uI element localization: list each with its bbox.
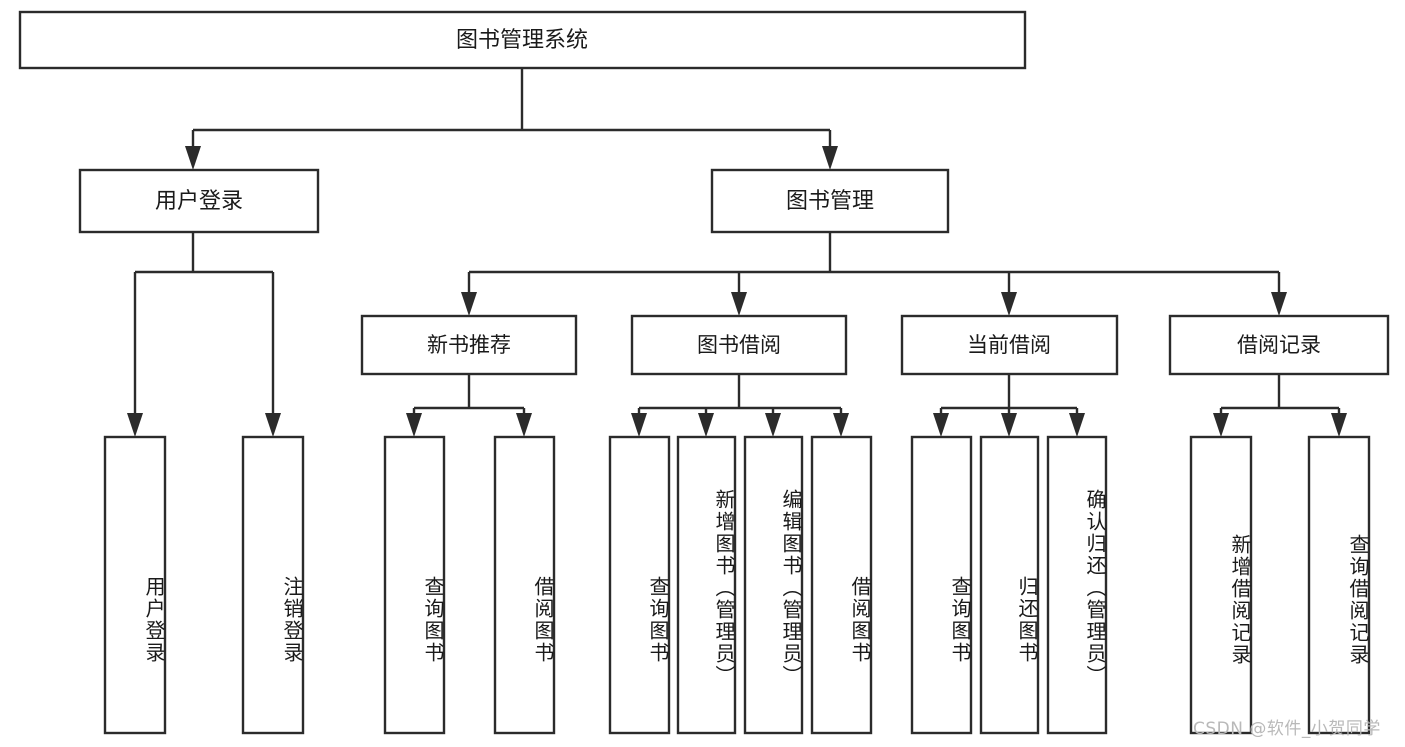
connector-bookborrow-bus bbox=[637, 374, 843, 413]
arrow-to-leaf-logout bbox=[265, 413, 281, 437]
leaf-box-query-book-3[interactable] bbox=[910, 435, 973, 735]
leaf-box-logout[interactable] bbox=[241, 435, 305, 735]
node-book-manage-box[interactable] bbox=[710, 168, 950, 234]
arrow-to-new-book-rec bbox=[461, 292, 477, 316]
leaf-box-query-record[interactable] bbox=[1307, 435, 1371, 735]
arrow-to-leaf-borrow-book-1 bbox=[516, 413, 532, 437]
connector-layer bbox=[127, 68, 1347, 437]
node-new-book-rec[interactable]: 新书推荐 bbox=[360, 314, 578, 376]
node-borrow-record[interactable]: 借阅记录 bbox=[1168, 314, 1390, 376]
node-current-borrow-label: 当前借阅 bbox=[967, 333, 1051, 357]
arrow-to-book-borrow bbox=[731, 292, 747, 316]
arrow-to-book-manage bbox=[822, 146, 838, 170]
arrow-to-leaf-borrow-book-2 bbox=[833, 413, 849, 437]
leaf-box-user-login[interactable] bbox=[103, 435, 167, 735]
arrow-to-leaf-query-record bbox=[1331, 413, 1347, 437]
leaf-box-borrow-book-2[interactable] bbox=[810, 435, 873, 735]
arrow-to-user-login bbox=[185, 146, 201, 170]
node-current-borrow-box[interactable] bbox=[900, 314, 1119, 376]
csdn-watermark: CSDN @软件_小贺同学 bbox=[1193, 719, 1381, 739]
leaf-box-add-record[interactable] bbox=[1189, 435, 1253, 735]
node-book-borrow-box[interactable] bbox=[630, 314, 848, 376]
arrow-to-leaf-return-book bbox=[1001, 413, 1017, 437]
leaf-box-layer bbox=[103, 435, 1371, 735]
node-new-book-rec-label: 新书推荐 bbox=[427, 333, 511, 357]
arrow-to-leaf-query-book-1 bbox=[406, 413, 422, 437]
arrow-to-leaf-edit-book bbox=[765, 413, 781, 437]
node-root-box[interactable] bbox=[18, 10, 1027, 70]
arrow-to-leaf-query-book-3 bbox=[933, 413, 949, 437]
node-book-manage[interactable]: 图书管理 bbox=[710, 168, 950, 234]
arrow-to-leaf-add-book bbox=[698, 413, 714, 437]
node-root[interactable]: 图书管理系统 bbox=[18, 10, 1027, 70]
leaf-box-edit-book[interactable] bbox=[743, 435, 804, 735]
leaf-box-return-book[interactable] bbox=[979, 435, 1040, 735]
arrow-to-leaf-query-book-2 bbox=[631, 413, 647, 437]
connector-root-bus bbox=[191, 68, 832, 146]
leaf-box-add-book[interactable] bbox=[676, 435, 737, 735]
node-book-borrow-label: 图书借阅 bbox=[697, 333, 781, 357]
arrow-to-borrow-record bbox=[1271, 292, 1287, 316]
node-book-borrow[interactable]: 图书借阅 bbox=[630, 314, 848, 376]
node-root-label: 图书管理系统 bbox=[456, 28, 588, 53]
connector-newbookrec-bus bbox=[412, 374, 526, 413]
connector-bookmanage-bus bbox=[467, 232, 1281, 292]
node-book-manage-label: 图书管理 bbox=[786, 189, 874, 214]
arrow-to-current-borrow bbox=[1001, 292, 1017, 316]
connector-currentborrow-bus bbox=[939, 374, 1079, 413]
node-borrow-record-box[interactable] bbox=[1168, 314, 1390, 376]
connector-borrowrecord-bus bbox=[1219, 374, 1341, 413]
arrow-to-leaf-confirm-return bbox=[1069, 413, 1085, 437]
leaf-box-borrow-book-1[interactable] bbox=[493, 435, 556, 735]
leaf-box-confirm-return[interactable] bbox=[1046, 435, 1108, 735]
connector-userlogin-bus bbox=[133, 232, 275, 413]
node-current-borrow[interactable]: 当前借阅 bbox=[900, 314, 1119, 376]
arrow-to-leaf-add-record bbox=[1213, 413, 1229, 437]
node-borrow-record-label: 借阅记录 bbox=[1237, 333, 1321, 357]
arrow-to-leaf-user-login bbox=[127, 413, 143, 437]
node-new-book-rec-box[interactable] bbox=[360, 314, 578, 376]
node-user-login-box[interactable] bbox=[78, 168, 320, 234]
node-user-login[interactable]: 用户登录 bbox=[78, 168, 320, 234]
node-user-login-label: 用户登录 bbox=[155, 189, 243, 214]
leaf-box-query-book-1[interactable] bbox=[383, 435, 446, 735]
leaf-box-query-book-2[interactable] bbox=[608, 435, 671, 735]
